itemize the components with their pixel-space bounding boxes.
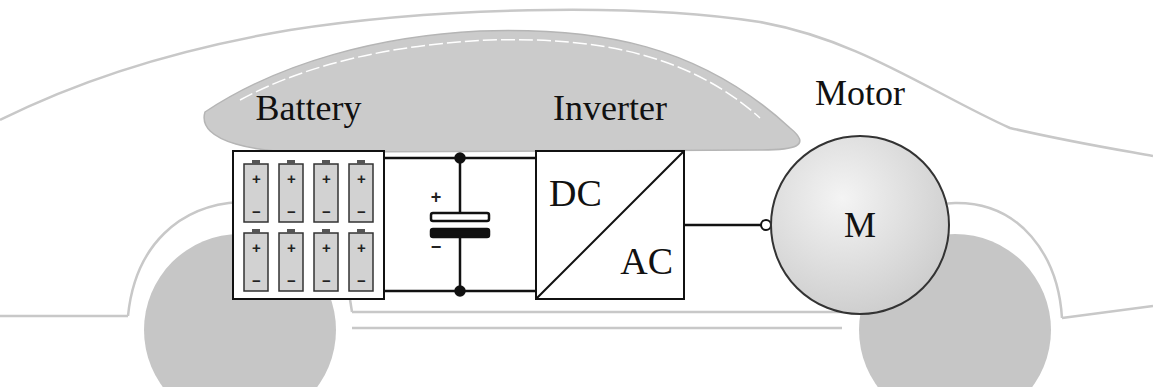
part-heading: Battery xyxy=(256,90,362,126)
capacitor-plus: + xyxy=(431,188,442,206)
wire xyxy=(685,224,770,227)
motor-circle: MotorM xyxy=(770,135,950,315)
battery-cell xyxy=(279,229,303,291)
dc-label: DC xyxy=(549,174,602,212)
car-window xyxy=(204,30,800,152)
capacitor-symbol xyxy=(431,154,489,296)
inverter-box: InverterDCAC xyxy=(535,150,685,300)
battery-cell xyxy=(279,160,303,222)
battery-box: Battery xyxy=(232,150,385,300)
wire xyxy=(385,157,535,160)
battery-cell xyxy=(244,229,268,291)
battery-cell xyxy=(314,160,338,222)
battery-cell xyxy=(349,160,373,222)
battery-cells xyxy=(234,152,382,297)
ac-label: AC xyxy=(620,242,673,280)
part-heading: Motor xyxy=(815,75,905,111)
battery-cell xyxy=(349,229,373,291)
battery-cell xyxy=(244,160,268,222)
part-heading: Inverter xyxy=(553,90,667,126)
battery-cell xyxy=(314,229,338,291)
capacitor-minus: − xyxy=(431,238,442,256)
wire xyxy=(385,290,535,293)
motor-symbol: M xyxy=(844,207,876,243)
